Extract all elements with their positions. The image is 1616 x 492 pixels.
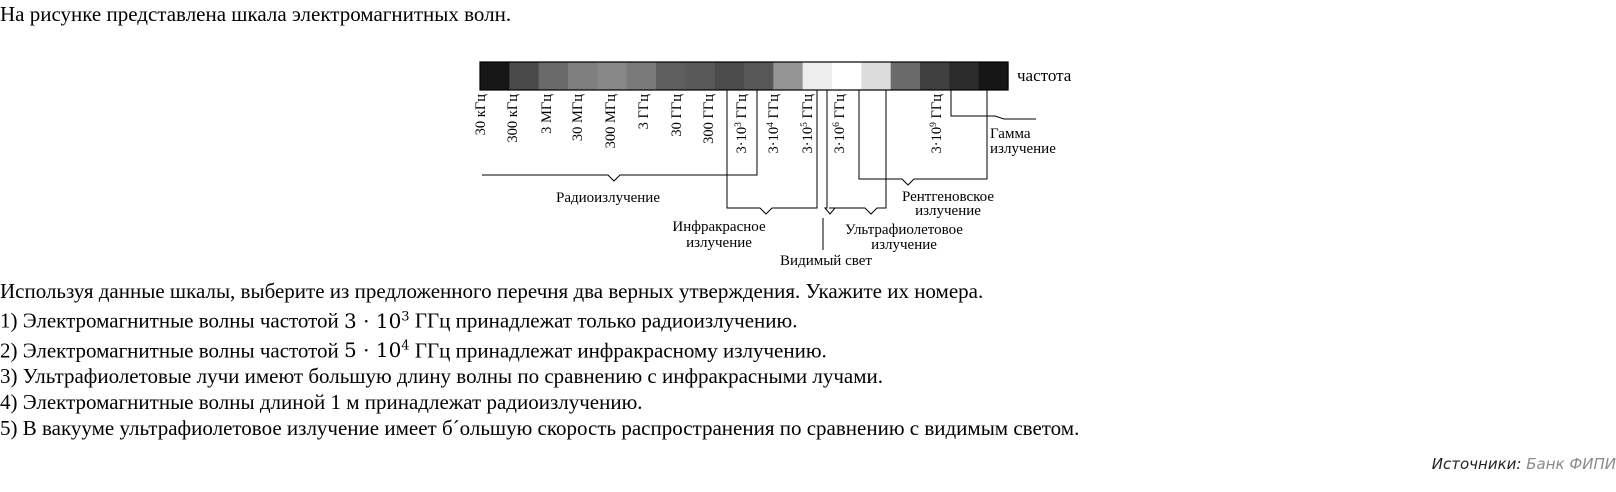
bar-segment [802,62,833,90]
tick-label: 300 кГц [505,94,521,143]
bar-segment [597,62,628,90]
bar-segment [656,62,686,90]
bar-segment [773,62,804,90]
source-label: Источники: [1431,455,1522,473]
math-expression: 5 · 104 [344,338,410,363]
answer-option-4: 4) Электромагнитные волны длиной 1 м при… [0,390,643,415]
answer-option-2: 2) Электромагнитные волны частотой 5 · 1… [0,338,827,363]
bar-segment [890,62,921,90]
bar-segment [949,62,980,90]
bar-segment [744,62,774,90]
bar-segment [568,62,598,90]
answer-option-3: 3) Ультрафиолетовые лучи имеют большую д… [0,364,883,389]
tick-label: 300 МГц [603,94,619,149]
source-link[interactable]: Банк ФИПИ [1526,455,1616,473]
answer-option-5: 5) В вакууме ультрафиолетовое излучение … [0,416,1080,441]
em-spectrum-diagram: частота 30 кГц 300 кГц 3 МГц 30 МГц 300 … [473,61,1072,269]
source-attribution: Источники: Банк ФИПИ [1432,455,1616,473]
bar-segment [978,62,1009,90]
question-block: Используя данные шкалы, выберите из пред… [0,278,1079,441]
bar-segment [714,62,745,90]
tick-label: 3·109 ГГц [929,94,945,154]
frequency-bar [480,62,1009,90]
bar-segment [685,62,716,90]
tick-label: 30 кГц [473,94,489,136]
tick-label: 3 МГц [539,94,555,134]
gamma-label-line1: Гамма [990,126,1031,142]
tick-label: 300 ГГц [701,94,717,144]
tick-label: 3·104 ГГц [766,94,782,154]
answer-option-1: 1) Электромагнитные волны частотой 3 · 1… [0,308,798,333]
bar-segment [480,62,510,90]
gamma-label-line2: излучение [990,141,1056,157]
bar-segment [626,62,657,90]
math-expression: 3 · 103 [344,308,410,333]
xray-label-line1: Рентгеновское [902,189,994,205]
tick-label: 30 МГц [570,94,586,141]
infrared-label-line1: Инфракрасное [672,219,766,235]
infrared-label-line2: излучение [686,235,752,251]
bar-segment [832,62,862,90]
tick-label: 3·105 ГГц [800,94,816,154]
tick-label: 3 ГГц [636,94,652,130]
tick-label: 3·106 ГГц [832,94,848,154]
bar-segment [538,62,569,90]
uv-label-line2: излучение [871,237,937,253]
radio-label: Радиоизлучение [556,190,660,206]
bar-segment [509,62,540,90]
uv-range-bracket [829,90,887,215]
bar-segment [920,62,950,90]
gamma-range-bracket [950,90,1036,120]
tick-label: 3·103 ГГц [734,94,750,154]
infrared-range-bracket [726,90,818,215]
range-brackets [482,90,1036,250]
uv-label-line1: Ультрафиолетовое [845,222,963,238]
tick-label: 30 ГГц [669,94,685,137]
axis-label-frequency: частота [1017,66,1072,85]
visible-light-label: Видимый свет [780,253,872,269]
intro-text: На рисунке представлена шкала электромаг… [0,2,512,26]
xray-range-bracket [858,90,988,186]
radio-range-bracket [482,90,758,182]
bar-segment [861,62,892,90]
frequency-bar-outline [479,61,1009,91]
question-prompt: Используя данные шкалы, выберите из пред… [0,279,984,303]
xray-label-line2: излучение [915,203,981,219]
